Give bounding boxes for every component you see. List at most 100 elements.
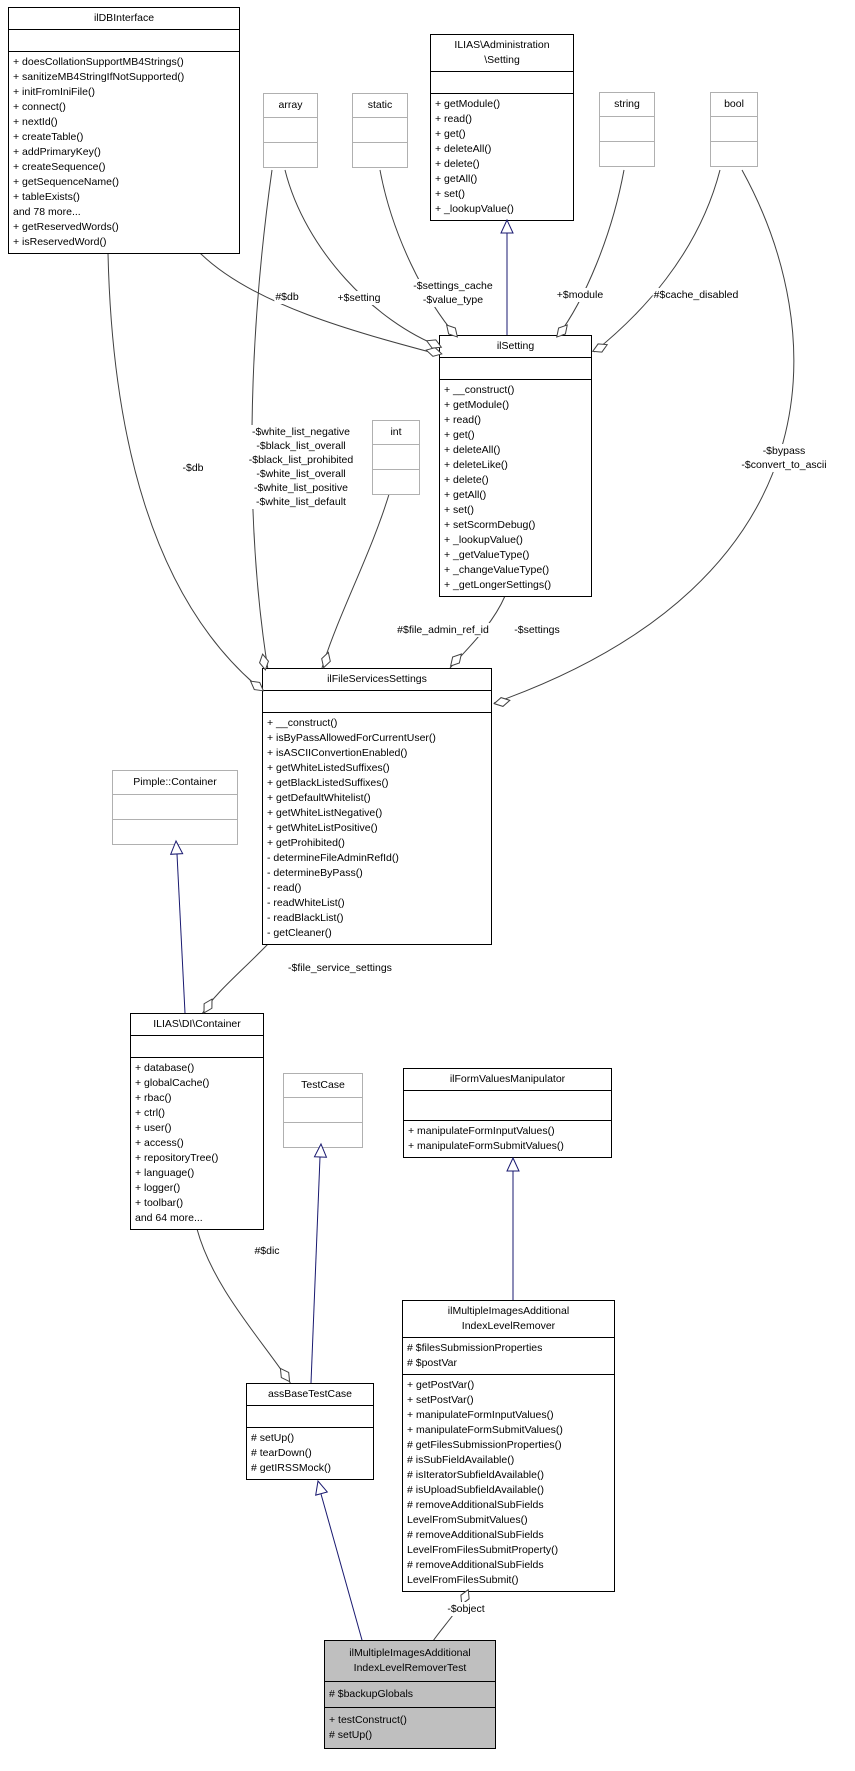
class-box-di-container[interactable]: ILIAS\DI\Container + database()+ globalC… <box>130 1013 264 1230</box>
methods-section: # setUp()# tearDown()# getIRSSMock() <box>247 1427 373 1479</box>
edge-label-line: -$db <box>182 462 204 474</box>
method-line: + rbac() <box>135 1092 172 1104</box>
edge-label-object: -$object <box>446 1602 486 1616</box>
method-line: LevelFromFilesSubmitProperty() <box>407 1544 559 1556</box>
empty-compartment <box>600 141 654 166</box>
method-line: - determineFileAdminRefId() <box>267 852 399 864</box>
title-line: \Setting <box>484 54 520 66</box>
edge-label-line: -$settings_cache <box>413 280 493 292</box>
attributes-section <box>263 690 491 712</box>
edge-label-bypass: -$bypass-$convert_to_ascii <box>740 444 828 472</box>
title-line: assBaseTestCase <box>267 1388 353 1400</box>
edge-static-ilsetting <box>379 169 458 338</box>
method-line: # isIteratorSubfieldAvailable() <box>407 1469 544 1481</box>
method-line: + getDefaultWhitelist() <box>267 792 371 804</box>
attributes-section: # $backupGlobals <box>325 1681 495 1707</box>
method-line: + logger() <box>135 1182 181 1194</box>
title-line: IndexLevelRemoverTest <box>353 1662 467 1674</box>
empty-compartment <box>353 142 407 167</box>
method-line: + delete() <box>444 474 489 486</box>
type-label: string <box>614 98 640 110</box>
edge-dicontainer-pimple-inherit <box>176 853 186 1014</box>
edge-label-line: -$value_type <box>422 294 484 306</box>
method-line: + getModule() <box>435 98 501 110</box>
edge-label-line: -$white_list_positive <box>254 482 348 494</box>
title-line: ilMultipleImagesAdditional <box>349 1647 471 1659</box>
method-line: + testConstruct() <box>329 1714 407 1726</box>
method-line: + initFromIniFile() <box>13 86 95 98</box>
method-line: + read() <box>444 414 482 426</box>
method-line: + globalCache() <box>135 1077 210 1089</box>
method-line: and 78 more... <box>13 206 81 218</box>
methods-section: + database()+ globalCache()+ rbac()+ ctr… <box>131 1057 263 1229</box>
method-line: # removeAdditionalSubFields <box>407 1499 544 1511</box>
title-line: ilSetting <box>496 340 535 352</box>
class-title: ILIAS\DI\Container <box>131 1014 263 1035</box>
type-box-pimple-container[interactable]: Pimple::Container <box>112 770 238 845</box>
empty-compartment <box>600 116 654 141</box>
edge-label-line: #$file_admin_ref_id <box>397 624 489 636</box>
edge-label-line: +$setting <box>337 292 381 304</box>
method-line: # getIRSSMock() <box>251 1462 331 1474</box>
method-line: - readWhiteList() <box>267 897 345 909</box>
attributes-section <box>404 1090 611 1120</box>
class-box-ildbinterface[interactable]: ilDBInterface + doesCollationSupportMB4S… <box>8 7 240 254</box>
class-box-administration-setting[interactable]: ILIAS\Administration \Setting + getModule… <box>430 34 574 221</box>
edge-label-line: #$db <box>275 291 299 303</box>
edge-dbinterface-filesettings <box>107 252 265 693</box>
empty-compartment <box>264 142 317 167</box>
type-label: int <box>390 426 402 438</box>
method-line: # isUploadSubfieldAvailable() <box>407 1484 544 1496</box>
edge-label-setting: +$setting <box>336 291 382 305</box>
method-line: + createTable() <box>13 131 84 143</box>
attributes-section <box>9 29 239 51</box>
method-line: + repositoryTree() <box>135 1152 219 1164</box>
class-box-assbasetestcase[interactable]: assBaseTestCase # setUp()# tearDown()# g… <box>246 1383 374 1480</box>
method-line: + getWhiteListPositive() <box>267 822 378 834</box>
class-box-ilfileservicessettings[interactable]: ilFileServicesSettings + __construct()+ … <box>262 668 492 945</box>
edge-label-db: #$db <box>274 290 300 304</box>
method-line: + getReservedWords() <box>13 221 119 233</box>
class-box-ilformvaluesmanipulator[interactable]: ilFormValuesManipulator + manipulateForm… <box>403 1068 612 1158</box>
type-label: bool <box>724 98 744 110</box>
edge-array-ilsetting <box>284 169 442 348</box>
method-line: + delete() <box>435 158 480 170</box>
type-box-array: array <box>263 93 318 168</box>
edge-label-settings: -$settings <box>513 623 561 637</box>
title-line: ILIAS\Administration <box>454 39 550 51</box>
method-line: - readBlackList() <box>267 912 344 924</box>
method-line: + isReservedWord() <box>13 236 107 248</box>
method-line: - determineByPass() <box>267 867 363 879</box>
method-line: + manipulateFormSubmitValues() <box>407 1424 563 1436</box>
methods-section: + testConstruct()# setUp() <box>325 1707 495 1748</box>
method-line: + setScormDebug() <box>444 519 536 531</box>
edge-label-line: +$module <box>556 289 604 301</box>
edge-label-settings-cache: -$settings_cache -$value_type <box>412 279 494 307</box>
class-box-ilsetting[interactable]: ilSetting + __construct()+ getModule()+ … <box>439 335 592 597</box>
type-box-bool: bool <box>710 92 758 167</box>
edge-label-line: -$settings <box>514 624 560 636</box>
edge-label-line: -$file_service_settings <box>288 962 392 974</box>
title-line: ilMultipleImagesAdditional <box>447 1305 570 1317</box>
class-title: ilDBInterface <box>9 8 239 29</box>
method-line: + set() <box>435 188 466 200</box>
empty-compartment <box>113 794 237 819</box>
edge-array-filesettings <box>251 169 273 671</box>
edge-assbase-testcase-inherit <box>310 1156 321 1384</box>
method-line: + access() <box>135 1137 184 1149</box>
type-box-int: int <box>372 420 420 495</box>
method-line: + addPrimaryKey() <box>13 146 101 158</box>
attributes-section: # $filesSubmissionProperties# $postVar <box>403 1337 614 1374</box>
method-line: + tableExists() <box>13 191 80 203</box>
method-line: + get() <box>444 429 475 441</box>
class-title: ilFormValuesManipulator <box>404 1069 611 1090</box>
edge-label-file-admin-ref-id: #$file_admin_ref_id <box>396 623 490 637</box>
method-line: + createSequence() <box>13 161 106 173</box>
type-box-testcase[interactable]: TestCase <box>283 1073 363 1148</box>
empty-compartment <box>353 117 407 142</box>
edge-label-dic: #$dic <box>253 1244 281 1258</box>
